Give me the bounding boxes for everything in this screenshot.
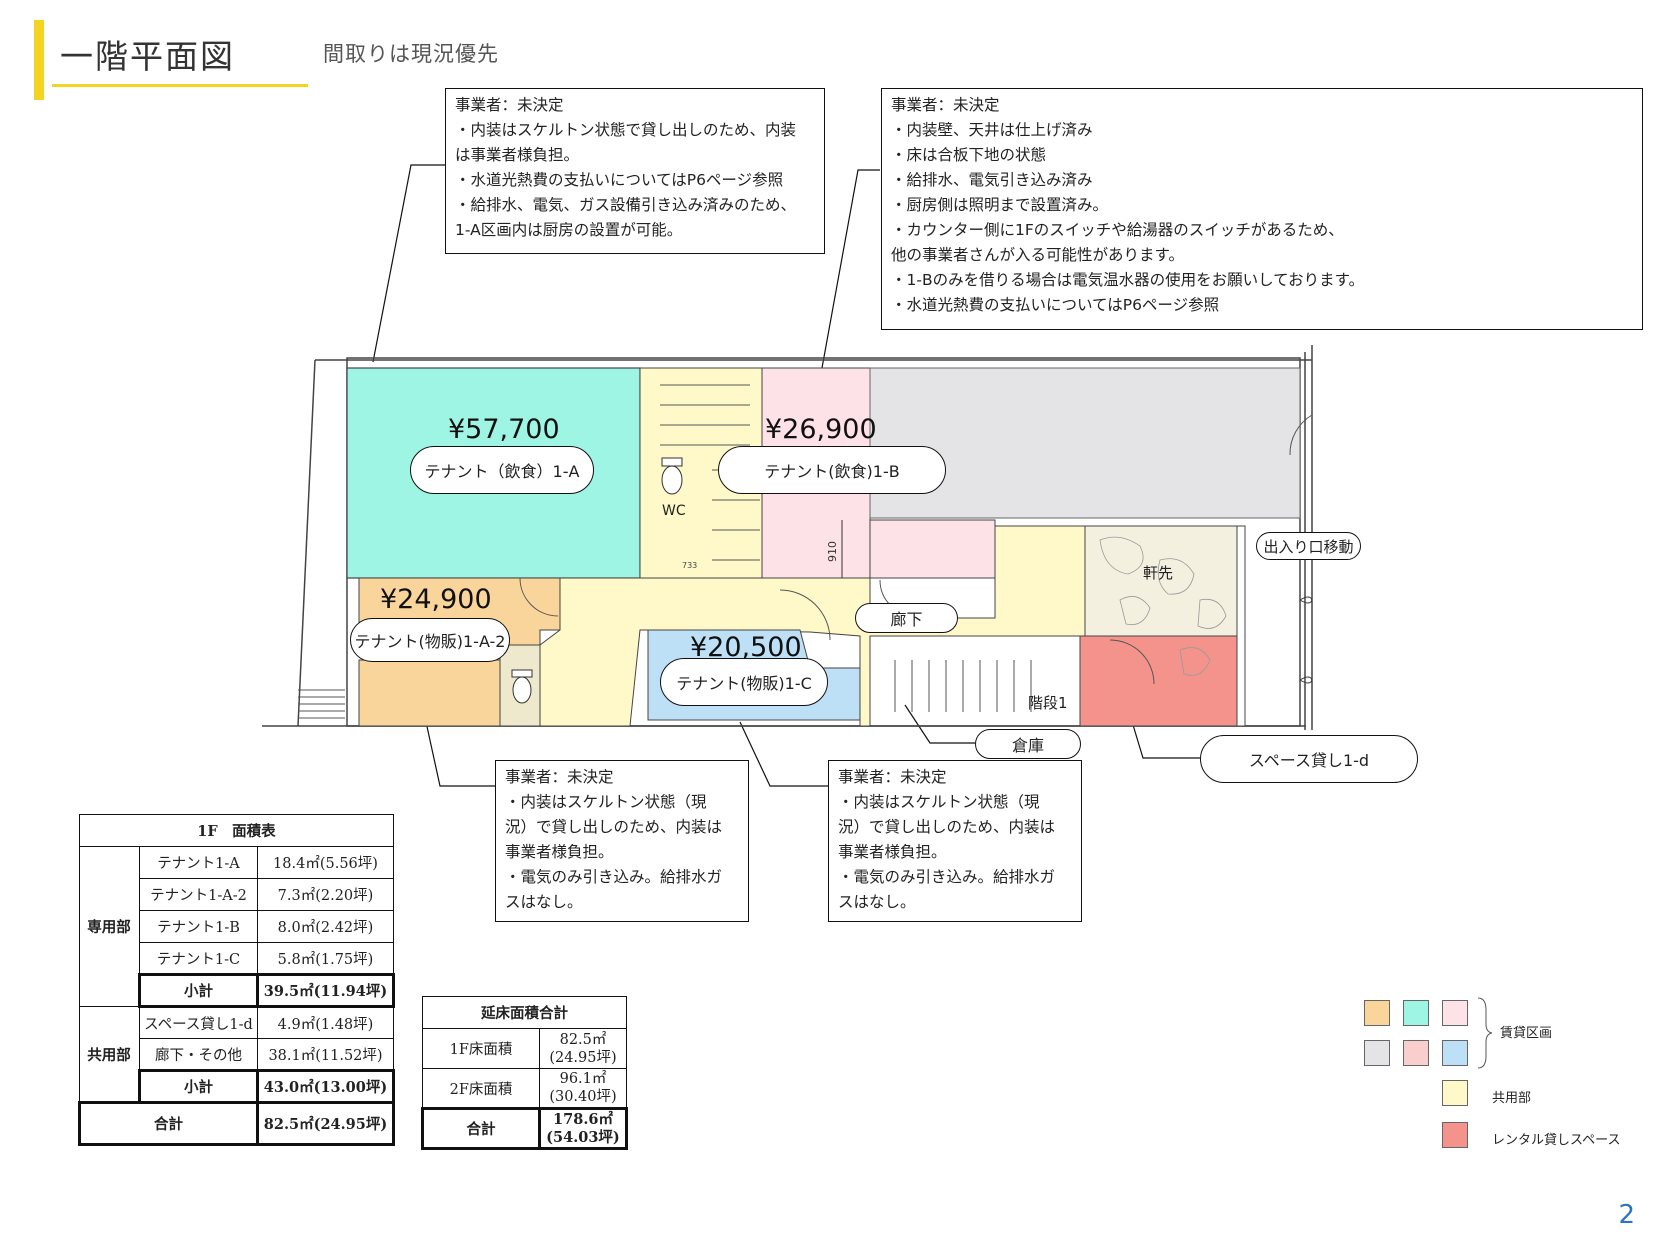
label-stairs: 階段1 xyxy=(1028,694,1068,712)
title-accent-bar xyxy=(34,20,44,100)
zone-eaves xyxy=(1084,525,1238,637)
table-cell: 4.9㎡(1.48坪) xyxy=(257,1006,394,1039)
table-cell: 5.8㎡(1.75坪) xyxy=(257,942,394,975)
page-title: 一階平面図 xyxy=(60,37,235,76)
table-cell: 18.4㎡(5.56坪) xyxy=(257,846,394,879)
table-cell: 2F床面積 xyxy=(422,1068,540,1109)
price-tenant-1a: ¥57,700 xyxy=(448,414,560,445)
page-subtitle: 間取りは現況優先 xyxy=(323,42,499,66)
table-cell: テナント1-A xyxy=(139,846,258,879)
legend-swatch-1a2 xyxy=(1364,1000,1390,1026)
legend-swatch-1c xyxy=(1442,1040,1468,1066)
total-label: 合計 xyxy=(78,1101,259,1146)
legend-swatch-pink xyxy=(1403,1040,1429,1066)
zone-tenant-1a2-lower xyxy=(358,659,501,727)
subtotal-label: 小計 xyxy=(138,1069,259,1104)
label-eaves: 軒先 xyxy=(1143,564,1174,582)
price-tenant-1c: ¥20,500 xyxy=(690,632,802,663)
area-table: 1F 面積表 専用部 テナント1-A 18.4㎡(5.56坪) テナント1-A-… xyxy=(78,814,395,1146)
dimension-label: 910 xyxy=(826,541,839,562)
table-cell: 8.0㎡(2.42坪) xyxy=(257,910,394,943)
subtotal-label: 小計 xyxy=(138,973,259,1008)
floor-table-title: 延床面積合計 xyxy=(422,996,627,1029)
legend-swatch-1b xyxy=(1442,1000,1468,1026)
subtotal-value: 43.0㎡(13.00坪) xyxy=(256,1069,395,1104)
group-common: 共用部 xyxy=(79,1006,140,1103)
legend-swatch-1a xyxy=(1403,1000,1429,1026)
label-space-rental-1d: スペース貸し1-d xyxy=(1200,735,1418,783)
table-cell: テナント1-C xyxy=(139,942,258,975)
label-tenant-1a2: テナント(物販)1-A-2 xyxy=(350,618,510,662)
label-wc: WC xyxy=(662,503,686,519)
total-value: 178.6㎡(54.03坪) xyxy=(538,1107,628,1150)
table-cell: テナント1-A-2 xyxy=(139,878,258,911)
table-cell: 7.3㎡(2.20坪) xyxy=(257,878,394,911)
total-label: 合計 xyxy=(421,1107,541,1150)
zone-grey xyxy=(869,367,1301,519)
floor-area-table: 延床面積合計 1F床面積 82.5㎡(24.95坪) 2F床面積 96.1㎡(3… xyxy=(421,996,628,1150)
price-tenant-1b: ¥26,900 xyxy=(765,414,877,445)
table-cell: 96.1㎡(30.40坪) xyxy=(539,1068,627,1109)
page-number: 2 xyxy=(1618,1200,1635,1230)
group-private: 専用部 xyxy=(79,846,140,1007)
note-tenant-1b: 事業者：未決定・内装壁、天井は仕上げ済み・床は合板下地の状態 ・給排水、電気引き… xyxy=(881,88,1643,330)
label-storage: 倉庫 xyxy=(975,729,1081,759)
price-tenant-1a2: ¥24,900 xyxy=(380,584,492,615)
table-cell: 82.5㎡(24.95坪) xyxy=(539,1028,627,1069)
zone-rental-space xyxy=(1079,635,1238,727)
table-cell: 38.1㎡(11.52坪) xyxy=(257,1038,394,1071)
total-value: 82.5㎡(24.95坪) xyxy=(256,1101,395,1146)
table-cell: 廊下・その他 xyxy=(139,1038,258,1071)
legend-brace xyxy=(1477,997,1493,1069)
label-tenant-1b: テナント(飲食)1-B xyxy=(718,446,946,494)
table-cell: テナント1-B xyxy=(139,910,258,943)
note-tenant-1a: 事業者：未決定・内装はスケルトン状態で貸し出しのため、内装は事業者様負担。 ・水… xyxy=(445,88,825,254)
table-cell: スペース貸し1-d xyxy=(139,1006,258,1039)
subtotal-value: 39.5㎡(11.94坪) xyxy=(256,973,395,1008)
note-tenant-1c: 事業者：未決定・内装はスケルトン状態（現況）で貸し出しのため、内装は 事業者様負… xyxy=(828,760,1082,922)
label-tenant-1c: テナント(物販)1-C xyxy=(660,658,828,706)
dimension-label-small: 733 xyxy=(682,561,697,570)
label-entrance-moved: 出入り口移動 xyxy=(1256,532,1361,560)
label-tenant-1a: テナント（飲食）1-A xyxy=(410,446,594,494)
legend-swatch-rental-space xyxy=(1442,1122,1468,1148)
legend-label-common: 共用部 xyxy=(1492,1091,1532,1106)
legend-swatch-grey xyxy=(1364,1040,1390,1066)
label-corridor: 廊下 xyxy=(855,603,958,633)
note-tenant-1a2: 事業者：未決定・内装はスケルトン状態（現況）で貸し出しのため、内装は 事業者様負… xyxy=(495,760,749,922)
legend-label-rental-space: レンタル貸しスペース xyxy=(1492,1133,1621,1148)
table-cell: 1F床面積 xyxy=(422,1028,540,1069)
legend-swatch-common xyxy=(1442,1080,1468,1106)
title-underline xyxy=(52,84,308,87)
legend-label-rental-areas: 賃貸区画 xyxy=(1500,1026,1553,1041)
area-table-title: 1F 面積表 xyxy=(79,814,394,847)
